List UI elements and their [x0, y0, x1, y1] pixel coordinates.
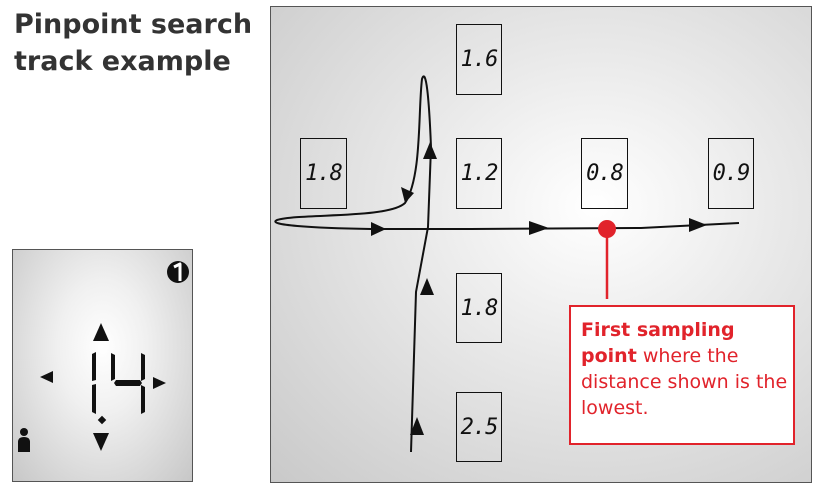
title-line-1: Pinpoint search	[14, 9, 253, 40]
reading-value: 1.8	[305, 161, 343, 186]
reading-box: 1.8	[300, 138, 347, 209]
person-icon	[18, 428, 30, 452]
reading-value: 2.5	[460, 414, 499, 440]
arrow-right-icon	[153, 377, 166, 389]
callout-box: First sampling point where the distance …	[569, 305, 795, 445]
callout-text: where the distance shown is the lowest.	[581, 345, 788, 419]
reading-value: 0.8	[586, 161, 624, 186]
title-line-2: track example	[14, 46, 231, 77]
device-display	[12, 249, 193, 482]
search-track-paths	[274, 75, 740, 453]
track-arrow-3	[423, 142, 437, 159]
digit-one	[92, 352, 96, 414]
decimal-point	[97, 415, 107, 425]
track-arrow-2	[420, 278, 434, 295]
reading-box: 1.6	[456, 24, 502, 95]
callout-bold-text: First sampling point	[581, 319, 735, 367]
reading-value: 1.2	[460, 161, 499, 186]
number-one-badge-icon	[167, 261, 189, 283]
track-arrow-5	[371, 222, 386, 236]
reading-value: 1.8	[460, 295, 499, 321]
search-track-diagram: 1.6 1.8 1.2 0.8 0.9 1.8 2.5 First sampli…	[270, 6, 812, 483]
arrow-up-icon	[93, 323, 109, 341]
track-arrow-4	[401, 187, 414, 203]
reading-value: 1.6	[460, 47, 499, 72]
search-track-curve	[274, 75, 740, 453]
reading-box: 1.2	[456, 138, 502, 209]
reading-value: 0.9	[712, 161, 751, 186]
first-sampling-point-marker	[598, 220, 616, 238]
arrow-left-icon	[40, 371, 53, 383]
track-arrow-7	[689, 218, 707, 232]
digit-four	[111, 353, 145, 414]
reading-box: 0.8	[581, 138, 628, 209]
device-display-graphic	[18, 261, 189, 452]
reading-box: 2.5	[456, 392, 502, 462]
track-arrow-1	[410, 417, 424, 435]
reading-box: 0.9	[708, 138, 754, 209]
track-arrow-6	[529, 221, 549, 235]
reading-box: 1.8	[456, 273, 502, 343]
arrow-down-icon	[93, 433, 109, 451]
page-title: Pinpoint search track example	[14, 6, 252, 80]
